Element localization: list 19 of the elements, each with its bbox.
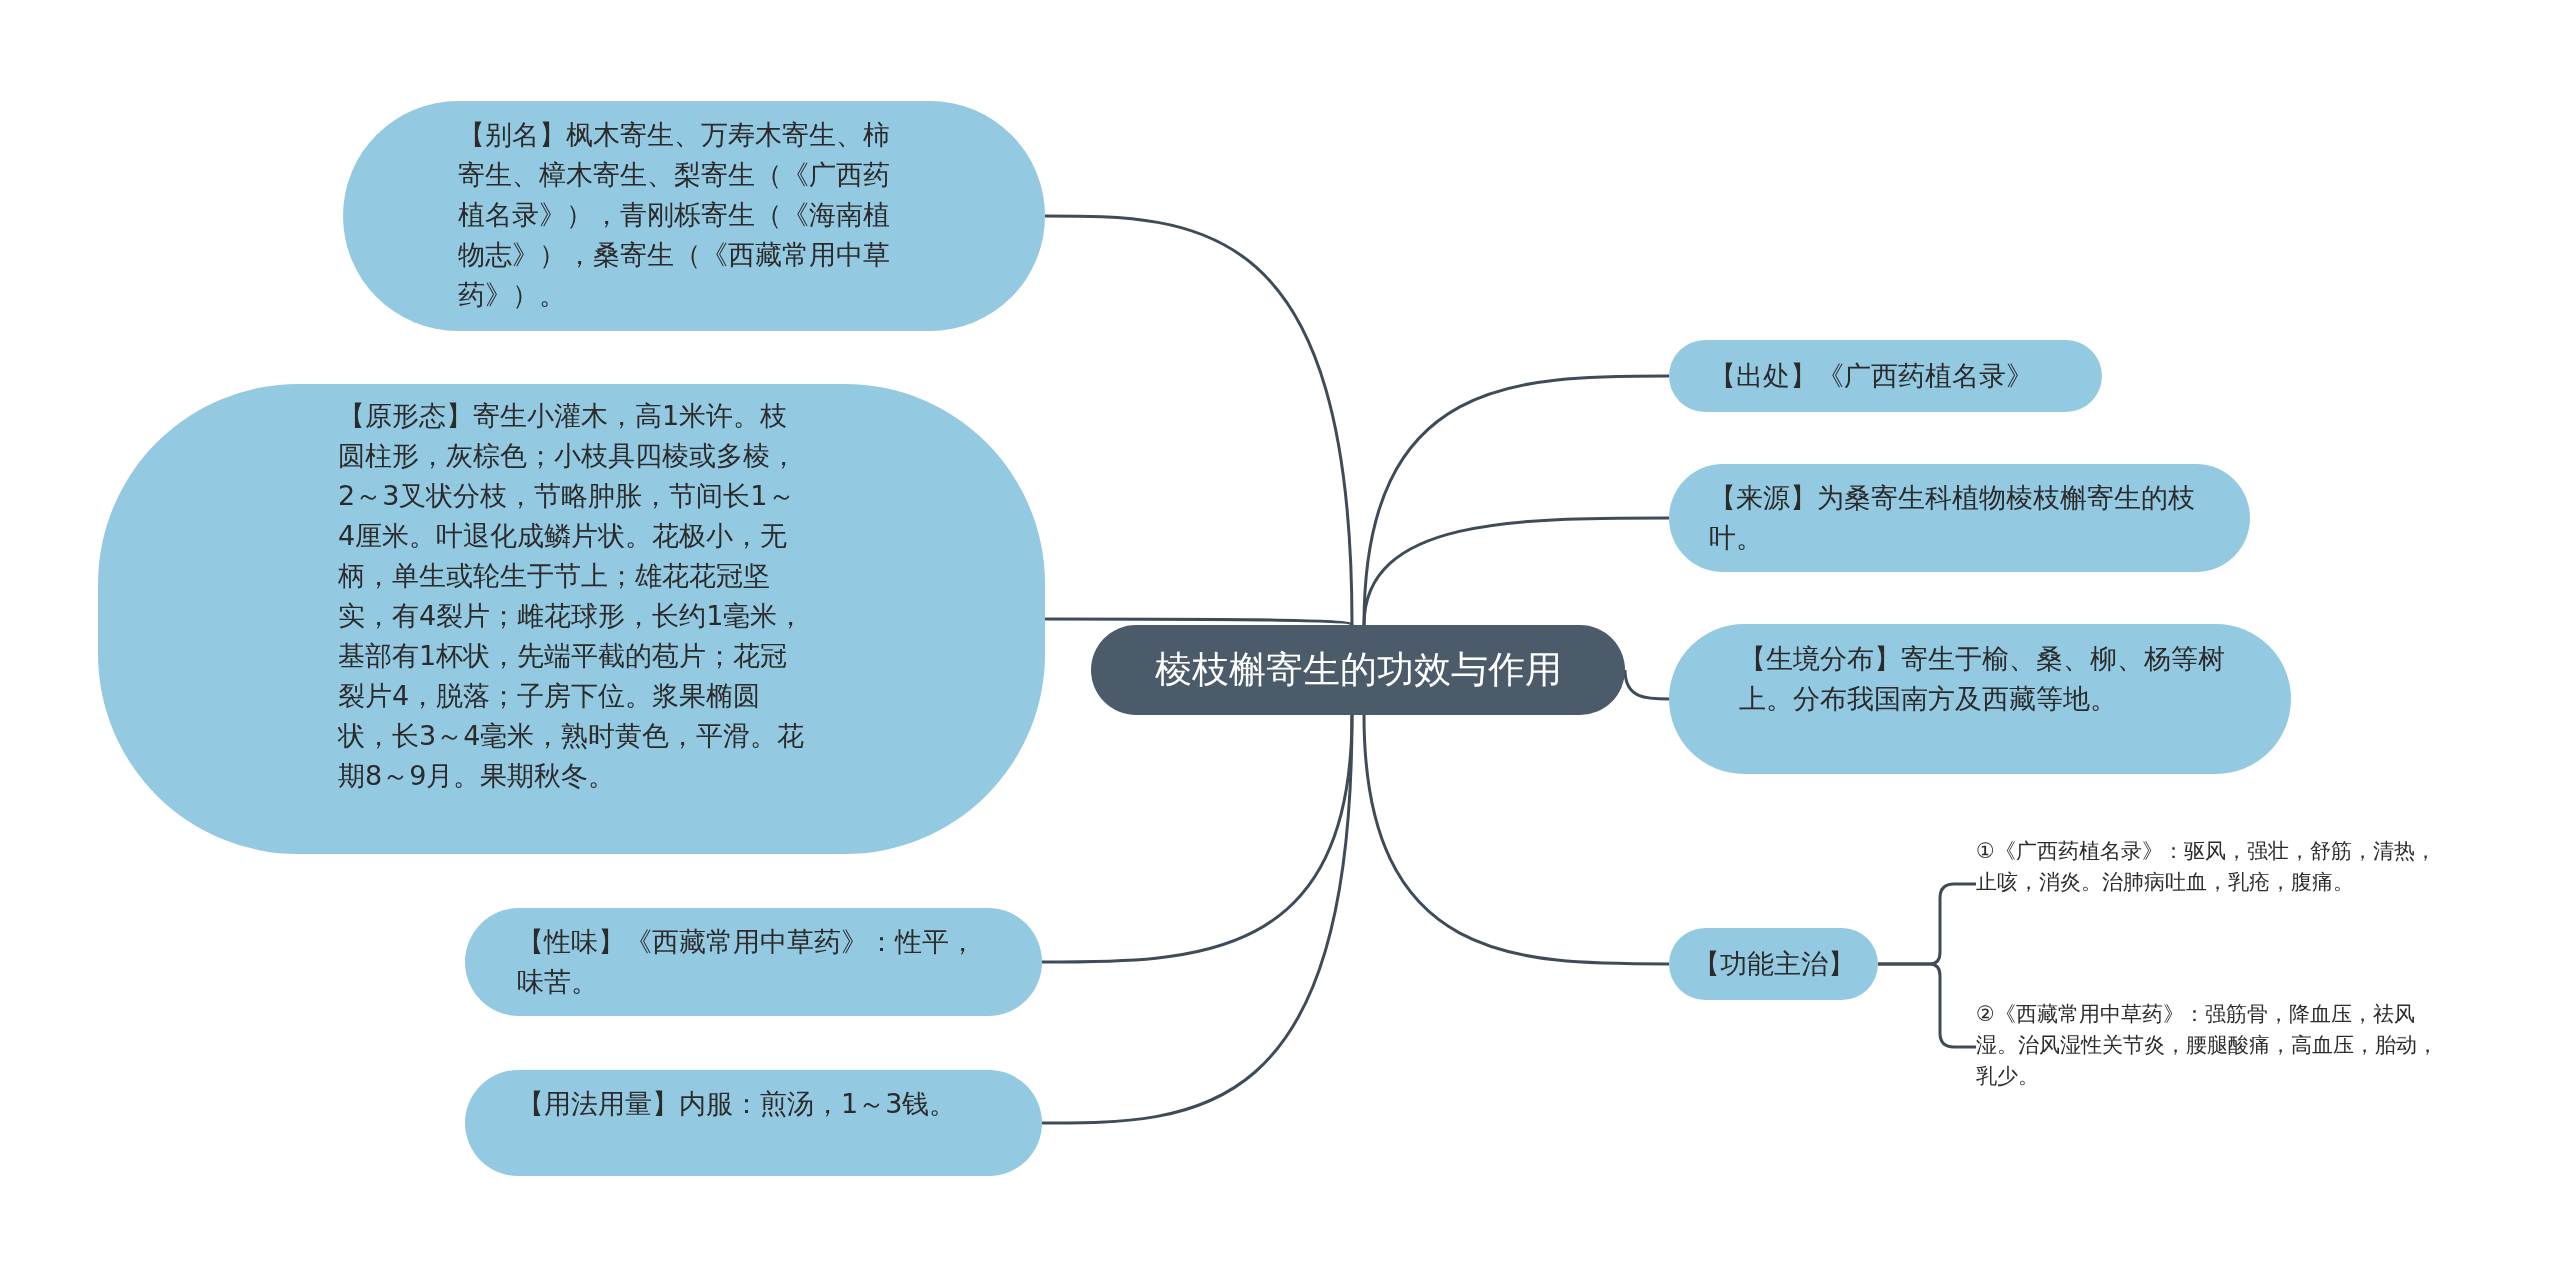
branch-box: 【原形态】寄生小灌木，高1米许。枝圆柱形，灰棕色；小枝具四棱或多棱，2～3叉状分枝，节略肿胀，节间长1～4厘米。叶退化成鳞片状。花极小，无柄，单生或轮生于节上；雄花花冠坚实，有4裂片；雌花球形，长约1毫米，基部有1杯状，先端平截的苞片；花冠裂片4，脱落；子房下位。浆果椭圆状，长3～4毫米，熟时黄色，平滑。花期8～9月。果期秋冬。 [98,384,1045,854]
branch-box: 【功能主治】 [1669,928,1878,1000]
connector-line [1362,516,1669,626]
connector-line [1042,714,1354,1125]
branch-box: 【用法用量】内服：煎汤，1～3钱。 [465,1070,1042,1176]
connector-line [1362,374,1669,626]
branch-box: 【性味】《西藏常用中草药》：性平，味苦。 [465,908,1042,1016]
connector-line [1045,617,1353,627]
connector-line [1623,669,1669,701]
branch-box: 【生境分布】寄生于榆、桑、柳、杨等树上。分布我国南方及西藏等地。 [1669,624,2291,774]
branch-box: 【来源】为桑寄生科植物棱枝槲寄生的枝叶。 [1669,464,2250,572]
topic-box: 棱枝槲寄生的功效与作用 [1091,625,1625,715]
connector-line [1362,714,1669,966]
note-text: ①《广西药植名录》：驱风，强壮，舒筋，清热，止咳，消炎。治肺病吐血，乳疮，腹痛。 [1976,836,2456,932]
branch-box: 【别名】枫木寄生、万寿木寄生、柿寄生、樟木寄生、梨寄生（《广西药植名录》），青刚栎寄生（《海南植物志》），桑寄生（《西藏常用中草药》）。 [343,101,1045,331]
branch-box: 【出处】《广西药植名录》 [1669,340,2102,412]
connector-line [1045,214,1354,626]
connector-line [1878,962,1976,1049]
note-text: ②《西藏常用中草药》：强筋骨，降血压，祛风湿。治风湿性关节炎，腰腿酸痛，高血压，胎动，乳少。 [1976,999,2456,1095]
